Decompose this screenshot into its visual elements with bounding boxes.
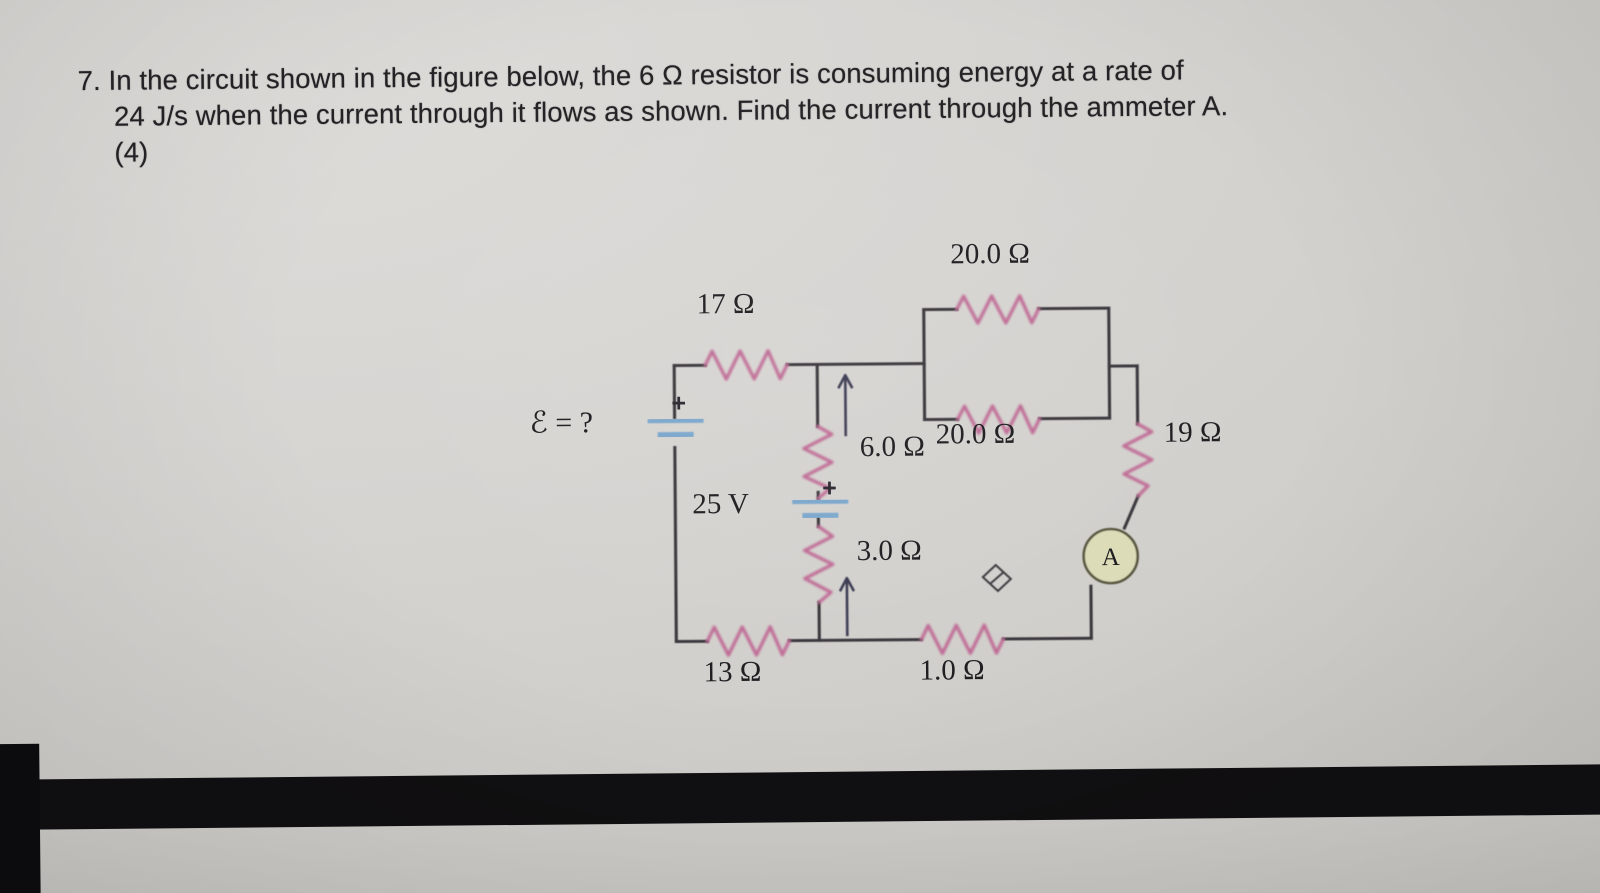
resistor-3-ohm-label: 3.0 Ω [857,535,922,568]
resistor-20-ohm-lower-symbol [955,404,1042,435]
resistor-3-ohm-symbol [802,524,835,605]
resistor-13-ohm-symbol [705,625,792,657]
battery-left-plus-sign: + [671,389,686,417]
resistor-17-ohm-label: 17 Ω [697,288,755,320]
emf-label: ℰ = ? [529,406,593,439]
battery-middle-symbol [792,498,849,521]
resistor-17-ohm-symbol [703,349,789,381]
ammeter-label: A [1102,544,1120,571]
resistor-20-ohm-upper-symbol [955,294,1041,325]
page-left-dark-edge [0,743,41,893]
battery-middle-plus-sign: + [822,474,837,502]
circuit-figure: A + + ℰ = ? 17 Ω 20.0 Ω 20.0 Ω 19 Ω 6.0 … [468,227,1272,713]
resistor-20-ohm-lower-label: 20.0 Ω [936,418,1016,451]
resistor-19-ohm-label: 19 Ω [1164,416,1222,448]
resistor-19-ohm-symbol [1122,422,1154,498]
circuit-wires [672,306,1141,644]
resistor-20-ohm-upper-label: 20.0 Ω [950,238,1030,271]
resistor-13-ohm-label: 13 Ω [703,656,761,688]
current-arrows [837,373,856,637]
resistor-1-ohm-symbol [919,623,1006,656]
battery-middle-label: 25 V [692,488,749,520]
question-text: 7. In the circuit shown in the figure be… [78,49,1559,171]
resistor-6-ohm-label: 6.0 Ω [860,431,925,464]
resistor-1-ohm-label: 1.0 Ω [919,654,984,687]
stray-eraser-mark-icon [981,563,1013,593]
resistor-6-ohm-symbol [802,424,834,501]
battery-left-symbol [647,417,704,440]
current-arrow-middle-lower-icon [838,576,856,637]
current-arrow-middle-upper-icon [837,373,854,437]
circuit-resistors [703,294,1154,657]
ammeter [1082,527,1139,585]
